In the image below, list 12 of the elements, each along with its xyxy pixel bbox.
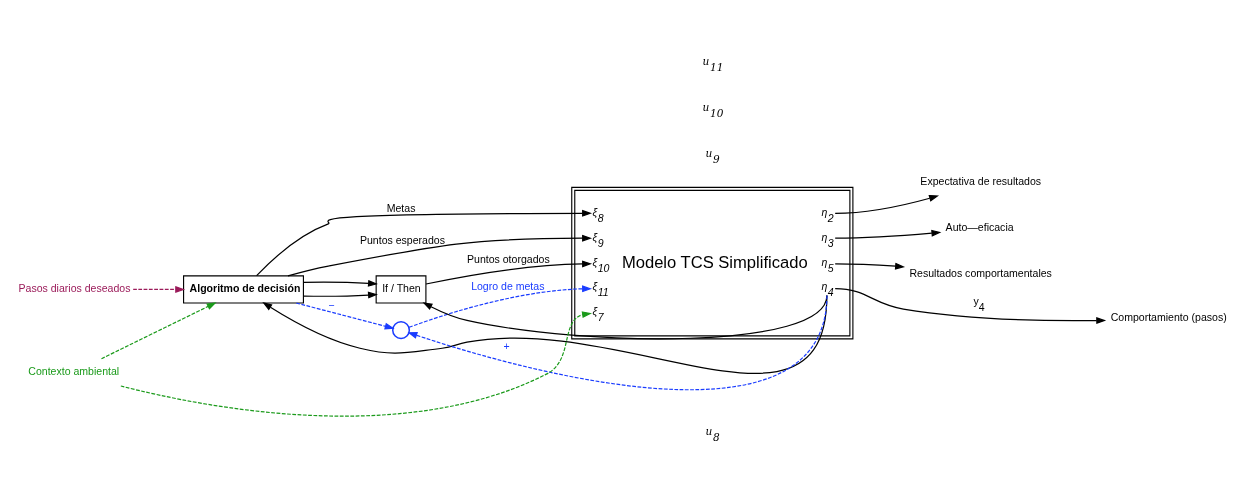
node-text: Expectativa de resultados bbox=[920, 175, 1042, 188]
node-text: Contexto ambiental bbox=[28, 365, 120, 378]
node-text: Resultados comportamentales bbox=[909, 267, 1052, 280]
node-text: Auto—eficacia bbox=[945, 221, 1014, 234]
edge-label: − bbox=[328, 299, 335, 312]
edge-label: Logro de metas bbox=[471, 279, 545, 292]
edge-label: Metas bbox=[386, 201, 416, 214]
edge-label: Puntos otorgados bbox=[466, 253, 550, 266]
node-text: Pasos diarios deseados bbox=[18, 282, 131, 295]
edge-label: + bbox=[503, 339, 510, 352]
node-text: Comportamiento (pasos) bbox=[1110, 310, 1227, 323]
edge-label: Puntos esperados bbox=[359, 233, 445, 246]
